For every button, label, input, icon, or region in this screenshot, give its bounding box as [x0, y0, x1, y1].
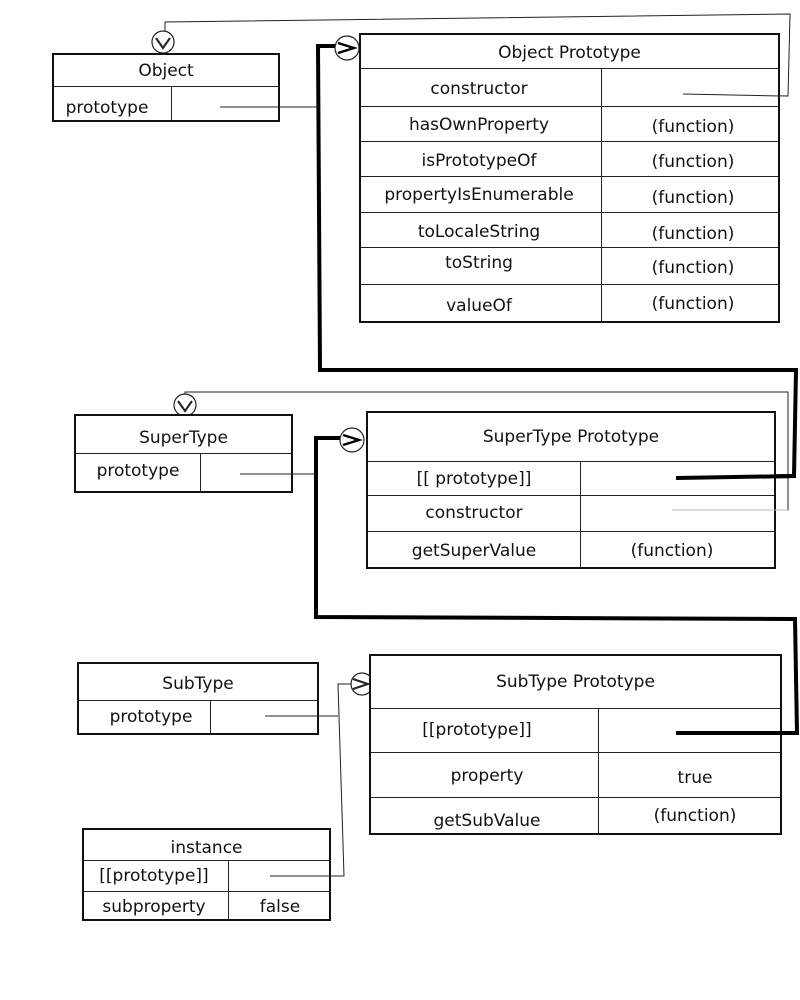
- object-prototype-row-valueof-name: valueOf: [446, 296, 512, 316]
- object-prototype-row-hasownproperty-name: hasOwnProperty: [408, 115, 550, 135]
- supertype-prototype-row-proto-name: [[ prototype]]: [416, 469, 532, 489]
- subtype-prototype-row-proto-name: [[prototype]]: [422, 720, 532, 740]
- object-prototype-box: Object Prototype constructor hasOwnPrope…: [359, 33, 780, 323]
- object-constructor-arrow-icon: [151, 30, 175, 54]
- object-prototype-row-isprototypeof-name: isPrototypeOf: [421, 151, 537, 171]
- subtype-box-title: SubType: [162, 674, 234, 694]
- object-row-prototype-name: prototype: [65, 98, 149, 118]
- subtype-box: SubType prototype: [77, 662, 319, 735]
- supertype-constructor-arrow-icon: [173, 393, 197, 417]
- object-prototype-row-isprototypeof-value: (function): [651, 152, 735, 172]
- supertype-prototype-box-title: SuperType Prototype: [482, 427, 660, 447]
- object-prototype-row-propertyisenumerable-value: (function): [651, 188, 735, 208]
- supertype-prototype-arrow-icon: [339, 427, 365, 453]
- object-prototype-arrow-icon: [334, 35, 360, 61]
- supertype-box-title: SuperType: [139, 428, 228, 448]
- subtype-prototype-row-property-name: property: [450, 766, 524, 786]
- supertype-prototype-row-getsupervalue-name: getSuperValue: [411, 541, 537, 561]
- object-prototype-row-tolocalestring-value: (function): [651, 224, 735, 244]
- instance-box: instance [[prototype]] subproperty false: [82, 828, 331, 921]
- subtype-prototype-row-getsubvalue-value: (function): [653, 806, 737, 826]
- subtype-prototype-row-property-value: true: [677, 768, 713, 788]
- object-prototype-row-hasownproperty-value: (function): [651, 117, 735, 137]
- object-prototype-row-valueof-value: (function): [651, 294, 735, 314]
- supertype-row-prototype-name: prototype: [96, 461, 180, 481]
- object-box-title: Object: [138, 61, 194, 81]
- object-box: Object prototype: [52, 53, 280, 122]
- instance-row-subproperty-name: subproperty: [102, 897, 206, 917]
- object-prototype-row-constructor-name: constructor: [430, 79, 528, 99]
- instance-box-title: instance: [170, 838, 243, 858]
- subtype-prototype-box-title: SubType Prototype: [496, 672, 655, 692]
- subtype-row-prototype-name: prototype: [109, 707, 193, 727]
- object-prototype-row-propertyisenumerable-name: propertyIsEnumerable: [384, 185, 574, 205]
- subtype-prototype-row-getsubvalue-name: getSubValue: [433, 811, 541, 831]
- supertype-prototype-box: SuperType Prototype [[ prototype]] const…: [366, 411, 776, 569]
- object-prototype-row-tostring-name: toString: [445, 253, 513, 273]
- subtype-prototype-box: SubType Prototype [[prototype]] property…: [369, 654, 782, 835]
- instance-row-proto-name: [[prototype]]: [99, 866, 209, 886]
- object-prototype-row-tolocalestring-name: toLocaleString: [417, 222, 541, 242]
- supertype-prototype-row-constructor-name: constructor: [425, 503, 523, 523]
- instance-row-subproperty-value: false: [259, 897, 301, 917]
- supertype-box: SuperType prototype: [74, 414, 293, 493]
- object-prototype-row-tostring-value: (function): [651, 258, 735, 278]
- object-prototype-box-title: Object Prototype: [498, 43, 641, 63]
- supertype-prototype-row-getsupervalue-value: (function): [630, 541, 714, 561]
